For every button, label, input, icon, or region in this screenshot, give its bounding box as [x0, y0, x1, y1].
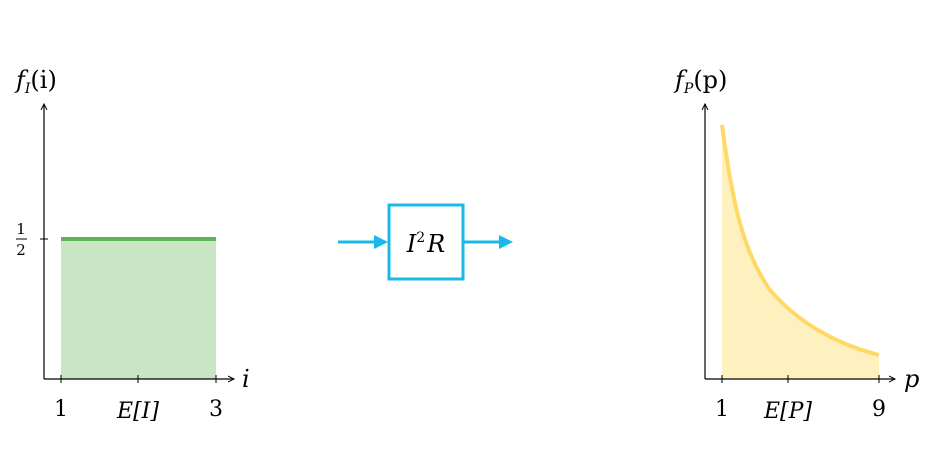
left-x-tick-low-label: 1	[54, 397, 68, 422]
power-area-fill	[722, 125, 879, 379]
current-pdf-plot: fI(i) 1 2 1 E[I] 3 i	[14, 66, 250, 424]
left-y-tick-half-numerator: 1	[16, 220, 26, 238]
right-y-axis-label: fP(p)	[673, 66, 727, 97]
input-arrow-head	[374, 235, 388, 249]
left-y-axis-label: fI(i)	[14, 66, 57, 97]
right-x-tick-low-label: 1	[715, 397, 729, 422]
left-x-axis-label: i	[242, 365, 250, 393]
right-x-axis-label: p	[904, 365, 919, 393]
right-x-tick-mean-label: E[P]	[763, 399, 812, 424]
power-density-curve	[720, 124, 880, 357]
transform-block-group: I2R	[338, 203, 513, 281]
transform-block	[387, 203, 465, 281]
uniform-area-fill	[61, 239, 216, 379]
right-x-tick-high-label: 9	[872, 397, 886, 422]
left-x-tick-high-label: 3	[209, 397, 223, 422]
output-arrow-head	[499, 235, 513, 249]
transform-block-label: I2R	[406, 230, 445, 258]
left-y-tick-half-denominator: 2	[16, 241, 26, 259]
power-pdf-plot: fP(p) 1 E[P] 9 p	[673, 66, 919, 424]
left-x-tick-mean-label: E[I]	[116, 399, 159, 424]
